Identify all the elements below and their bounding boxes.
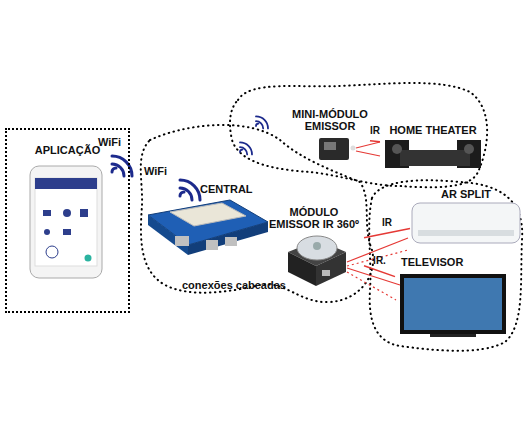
- dotted-region: [141, 125, 373, 302]
- phone-illustration: [30, 166, 102, 278]
- air-conditioner-illustration: [412, 203, 520, 243]
- annotation-label: WiFi: [98, 136, 121, 148]
- device-box: AR SPLIT: [410, 188, 522, 246]
- ir-ray: [356, 151, 380, 156]
- wifi-symbol: [256, 124, 258, 126]
- ir-module-illustration: [322, 270, 330, 276]
- annotation-label: WiFi: [144, 165, 167, 177]
- wifi-symbol: [240, 147, 247, 154]
- television-illustration: [430, 334, 476, 337]
- ir-signal-line: [364, 228, 410, 237]
- board-illustration: [206, 240, 218, 250]
- home-theater-illustration: [385, 140, 481, 168]
- signal-label: IR: [370, 125, 380, 136]
- ir-module-illustration: [288, 236, 346, 286]
- board-illustration: [148, 200, 268, 255]
- wifi-symbol: [256, 121, 263, 128]
- wifi-symbol: [112, 164, 124, 176]
- device-box: HOME THEATER: [380, 124, 486, 172]
- home-theater-illustration: [392, 144, 402, 154]
- wifi-symbol: [112, 168, 116, 172]
- home-theater-illustration: [400, 150, 470, 166]
- phone-illustration: [35, 178, 97, 189]
- wifi-symbol: [256, 116, 268, 128]
- ir-signal-line: [364, 266, 395, 277]
- home-theater-illustration: [464, 144, 474, 154]
- ir-ray: [347, 272, 396, 300]
- air-conditioner-illustration: [412, 203, 520, 243]
- annotation-label: conexões cabeadas: [182, 279, 286, 291]
- ir-ray: [347, 268, 400, 285]
- ir-module-illustration: [313, 242, 321, 250]
- phone-illustration: [30, 166, 102, 278]
- board-illustration: [188, 222, 268, 255]
- board-illustration: [170, 203, 246, 226]
- board-illustration: [148, 215, 188, 255]
- wifi-symbol: [240, 142, 252, 154]
- air-conditioner-illustration: [418, 230, 514, 236]
- wifi-symbol: [256, 116, 268, 128]
- node-label: TELEVISOR: [401, 256, 510, 268]
- dotted-region: [230, 83, 487, 187]
- phone-illustration: [35, 178, 97, 266]
- mini-module-illustration: [351, 146, 356, 151]
- dotted-region: [141, 83, 522, 351]
- board-illustration: [225, 237, 237, 246]
- central-box: CENTRAL: [190, 183, 270, 258]
- phone-illustration: [63, 209, 71, 217]
- dotted-region: [369, 180, 522, 351]
- phone-illustration: [85, 255, 92, 262]
- television-illustration: [400, 274, 506, 334]
- ir-module-illustration: [297, 236, 337, 260]
- ir-ray: [356, 142, 380, 148]
- device-box: TELEVISOR: [395, 256, 510, 338]
- node-label: AR SPLIT: [410, 188, 522, 200]
- ir-ray: [347, 250, 408, 266]
- app-region: APLICAÇÃO: [5, 128, 130, 313]
- board-illustration: [175, 236, 189, 246]
- signal-label: IR.: [373, 255, 386, 266]
- wifi-symbol: [180, 188, 192, 200]
- node-label: CENTRAL: [200, 183, 270, 195]
- phone-illustration: [80, 209, 88, 217]
- ir-module-box: MÓDULO EMISSOR IR 360º: [264, 206, 364, 290]
- ir-signal-line: [370, 141, 380, 142]
- television-illustration: [404, 278, 502, 330]
- node-label: MINI-MÓDULO EMISSOR: [290, 108, 370, 132]
- node-label: HOME THEATER: [380, 124, 486, 136]
- mini-module-box: MINI-MÓDULO EMISSOR: [290, 108, 370, 164]
- wifi-symbol: [240, 150, 242, 152]
- phone-illustration: [63, 229, 71, 235]
- phone-illustration: [43, 210, 51, 216]
- phone-illustration: [44, 229, 50, 235]
- signal-label: IR: [382, 217, 392, 228]
- phone-illustration: [46, 246, 58, 258]
- wifi-symbol: [180, 180, 200, 200]
- wifi-symbol: [180, 180, 200, 200]
- mini-module-illustration: [319, 138, 356, 160]
- wifi-symbol: [180, 192, 184, 196]
- node-label: MÓDULO EMISSOR IR 360º: [264, 206, 364, 230]
- television-illustration: [400, 274, 506, 337]
- mini-module-illustration: [319, 138, 349, 160]
- wifi-symbol: [240, 142, 252, 154]
- mini-module-illustration: [324, 142, 336, 150]
